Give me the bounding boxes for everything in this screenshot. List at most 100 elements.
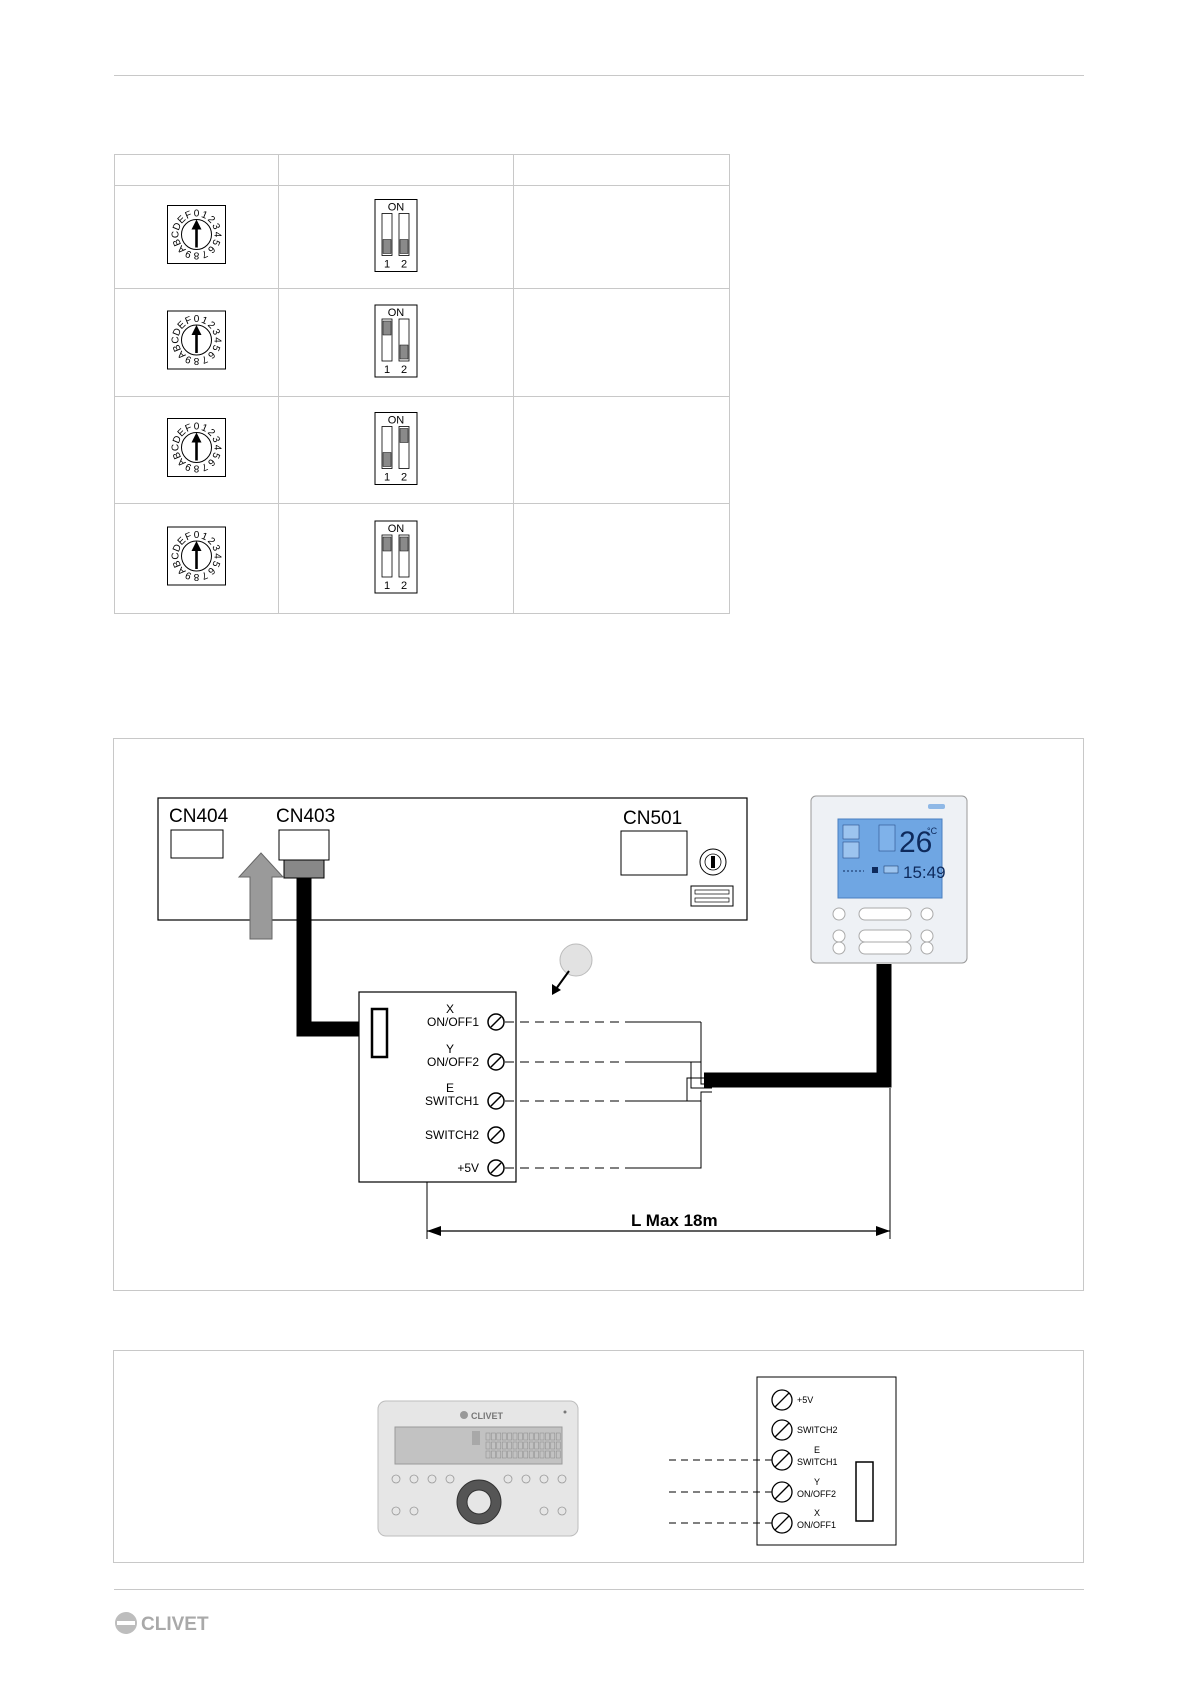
terminal-function-label: SWITCH1 [797,1457,838,1467]
dip-number-label: 1 [384,364,390,376]
panel-button[interactable] [920,907,934,921]
cn403-label: CN403 [276,806,335,827]
rotary-position-label: F [184,531,194,544]
rotary-position-label: C [171,336,182,343]
rotary-position-label: F [184,209,194,222]
rotary-position-label: 1 [200,209,210,221]
terminal-function-label: SWITCH2 [425,1128,479,1142]
panel-button[interactable] [832,941,846,955]
rotary-position-label: 5 [209,343,221,353]
dip-number-label: 2 [401,580,407,592]
cn501-connector [620,830,688,876]
dip-lever [382,320,392,336]
panel-rocker-button[interactable] [858,907,912,921]
rotary-position-label: B [171,237,184,248]
panel-rocker-button[interactable] [858,929,912,943]
rotary-position-label: 4 [212,553,223,559]
panel-buttons [832,907,934,955]
length-label: L Max 18m [631,1211,718,1230]
rotary-position-label: 8 [193,463,199,474]
panel-temperature-unit: °C [927,826,938,836]
controller-button[interactable] [445,1474,455,1484]
clivet-logo-icon: CLIVET [115,1612,209,1635]
table-header-row [114,154,730,186]
dip-lever [399,239,409,254]
dip-lever [399,428,409,443]
rotary-position-label: C [171,552,182,559]
rotary-position-label: 8 [193,355,199,366]
panel-button[interactable] [832,929,846,943]
rotary-position-label: 7 [199,460,209,472]
rotary-position-label: 0 [194,530,200,541]
footer-logo: CLIVET [114,1610,224,1643]
dip-number-label: 1 [384,259,390,271]
controller-button[interactable] [539,1474,549,1484]
controller-button[interactable] [557,1474,567,1484]
controller-button[interactable] [409,1474,419,1484]
panel-button[interactable] [920,929,934,943]
rotary-position-label: F [184,422,194,435]
controller-button[interactable] [539,1506,549,1516]
controller-button[interactable] [503,1474,513,1484]
dip-number-label: 2 [401,472,407,484]
rotary-position-label: 7 [199,353,209,365]
rotary-position-label: 9 [184,247,194,259]
cn501-label: CN501 [623,808,682,829]
dip-lever [382,536,392,552]
rotary-position-label: C [171,444,182,451]
rotary-position-label: 9 [184,460,194,472]
rotary-position-label: 0 [194,422,200,433]
board-dip-icon [690,885,734,907]
wired-controller: CLIVET [377,1400,579,1537]
cable-panel [704,964,892,1088]
cn403-connector [278,829,330,861]
controller-button[interactable] [557,1506,567,1516]
rotary-position-label: 1 [200,531,210,543]
controller-button[interactable] [409,1506,419,1516]
brand-logo-icon [460,1411,468,1419]
dip-lever [382,239,392,254]
terminal-id-label: Y [446,1042,454,1056]
panel-rocker-button[interactable] [858,941,912,955]
rotary-position-label: 9 [184,569,194,581]
dip-number-label: 1 [384,580,390,592]
terminal-id-label: E [446,1081,454,1095]
terminal-function-label: +5V [797,1395,813,1405]
rotary-position-label: 3 [209,222,221,232]
controller-button[interactable] [391,1474,401,1484]
terminal-id-label: X [814,1508,820,1518]
panel-button[interactable] [832,907,846,921]
insert-arrow-icon [237,852,285,940]
rotary-position-label: D [171,434,184,445]
rotary-position-label: 3 [209,435,221,445]
rotary-position-label: 8 [193,250,199,261]
terminal-function-label: SWITCH1 [425,1094,479,1108]
dip-lever [399,344,409,360]
rotary-position-label: 9 [184,353,194,365]
dip-on-label: ON [388,415,405,427]
rotary-position-label: 5 [209,238,221,248]
terminal-function-label: ON/OFF2 [427,1055,479,1069]
controller-button[interactable] [391,1506,401,1516]
alternate-controller-diagram: CLIVET +5VSWITCH2ESWITCH1YON/OFF2XON/OFF… [377,1376,897,1546]
cn404-label: CN404 [169,806,229,827]
wall-control-panel: 26 °C 15:49 [810,795,968,964]
controller-button[interactable] [427,1474,437,1484]
footer-rule [114,1589,1084,1590]
rotary-position-label: 4 [212,232,223,238]
rotary-position-label: D [171,543,184,554]
rotary-position-label: 3 [209,543,221,553]
controller-button[interactable] [521,1474,531,1484]
footer-brand: CLIVET [141,1614,209,1635]
panel-button[interactable] [920,941,934,955]
rotary-position-label: 4 [212,445,223,451]
cn403-plug [283,859,325,879]
